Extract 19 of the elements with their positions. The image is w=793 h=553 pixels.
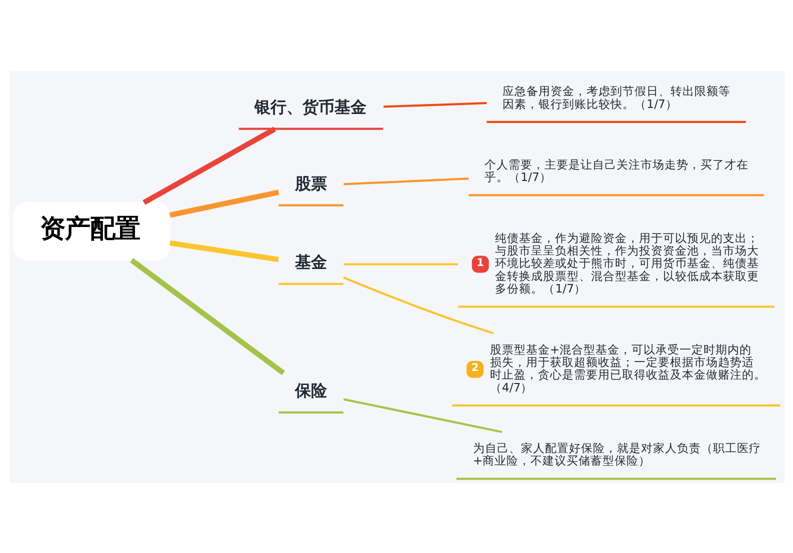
- connector: [169, 240, 278, 262]
- node-text: 个人需要，主要是让自己关注市场走势，买了才在乎。（1/7）: [484, 156, 748, 184]
- node-label: 股票型基金+混合型基金，可以承受一定时期内的损失，用于获取超额收益；一定要根据市场趋势适: [489, 342, 754, 368]
- connector: [342, 398, 502, 433]
- node-text: 股票: [294, 173, 327, 192]
- node-box: 资产配置: [12, 202, 170, 260]
- connector: [168, 189, 279, 218]
- node-label: 纯债基金，作为避险资金，用于可以预见的支出；与股市呈呈负相关性，作为投资资金池，当市场大: [494, 230, 759, 257]
- connector: [342, 276, 494, 334]
- connector: [142, 126, 276, 204]
- node-text: 基金: [294, 252, 327, 271]
- connector: [382, 102, 486, 108]
- connector: [343, 176, 468, 185]
- node-text: 为自己、家人配置好保险，就是对家人负责（职工医疗+商业险，不建议买储蓄型保险）: [472, 440, 760, 468]
- node-text: 应急备用资金，考虑到节假日、转出限额等因素，银行到账比较快。（1/7）: [502, 84, 730, 110]
- connector: [130, 258, 284, 375]
- node-text: 银行、货币基金: [254, 96, 366, 116]
- connector: [343, 262, 458, 265]
- node-text: 保险: [294, 380, 327, 400]
